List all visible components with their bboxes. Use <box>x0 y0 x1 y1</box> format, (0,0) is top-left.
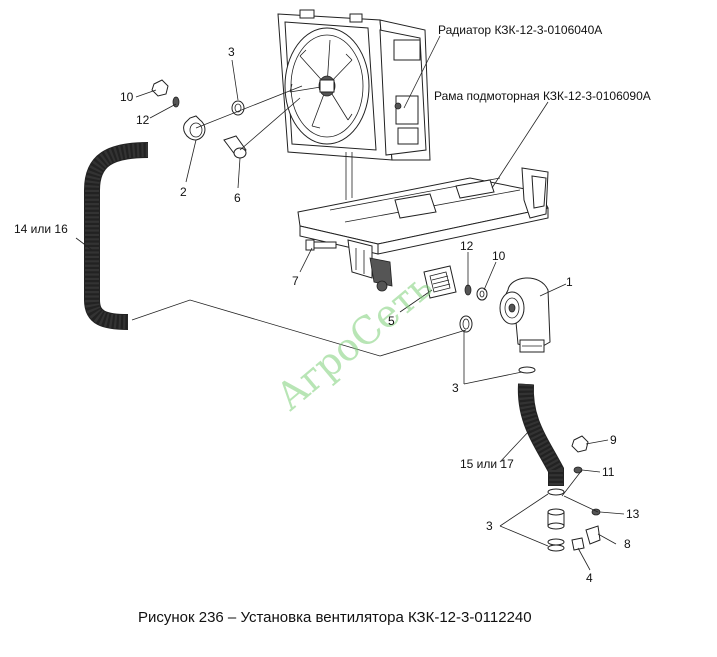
part-number-3: 3 <box>452 381 459 395</box>
part-number-6: 6 <box>234 191 241 205</box>
frame-label: Рама подмоторная КЗК-12-3-0106090А <box>434 89 651 103</box>
engine-frame-drawing <box>297 167 549 292</box>
clamp-3-middle <box>459 315 536 374</box>
hose-upper-label: 14 или 16 <box>14 222 68 236</box>
part-number-7: 7 <box>292 274 299 288</box>
figure-caption: Рисунок 236 – Установка вентилятора КЗК-… <box>138 609 532 626</box>
part-number-10: 10 <box>120 90 134 104</box>
washer-nut-right <box>464 284 488 301</box>
part-number-2: 2 <box>180 185 187 199</box>
radiator-drawing <box>277 9 431 200</box>
part-number-12: 12 <box>460 239 474 253</box>
radiator-label: Радиатор КЗК-12-3-0106040А <box>438 23 602 37</box>
hose-lower <box>517 383 564 486</box>
leader-lines <box>75 35 625 571</box>
part-number-3: 3 <box>228 45 235 59</box>
part-number-4: 4 <box>586 571 593 585</box>
lower-tube-parts <box>547 435 601 552</box>
hose-lower-label: 15 или 17 <box>460 457 514 471</box>
part-number-13: 13 <box>626 507 640 521</box>
part-number-12: 12 <box>136 113 150 127</box>
part-number-5: 5 <box>388 314 395 328</box>
hose-upper <box>84 142 149 330</box>
part-number-8: 8 <box>624 537 631 551</box>
fan-housing-1 <box>499 277 551 353</box>
part-number-1: 1 <box>566 275 573 289</box>
upper-left-fasteners <box>151 79 247 159</box>
part-number-9: 9 <box>610 433 617 447</box>
part-number-11: 11 <box>602 465 615 479</box>
part-number-10: 10 <box>492 249 506 263</box>
part-number-3: 3 <box>486 519 493 533</box>
